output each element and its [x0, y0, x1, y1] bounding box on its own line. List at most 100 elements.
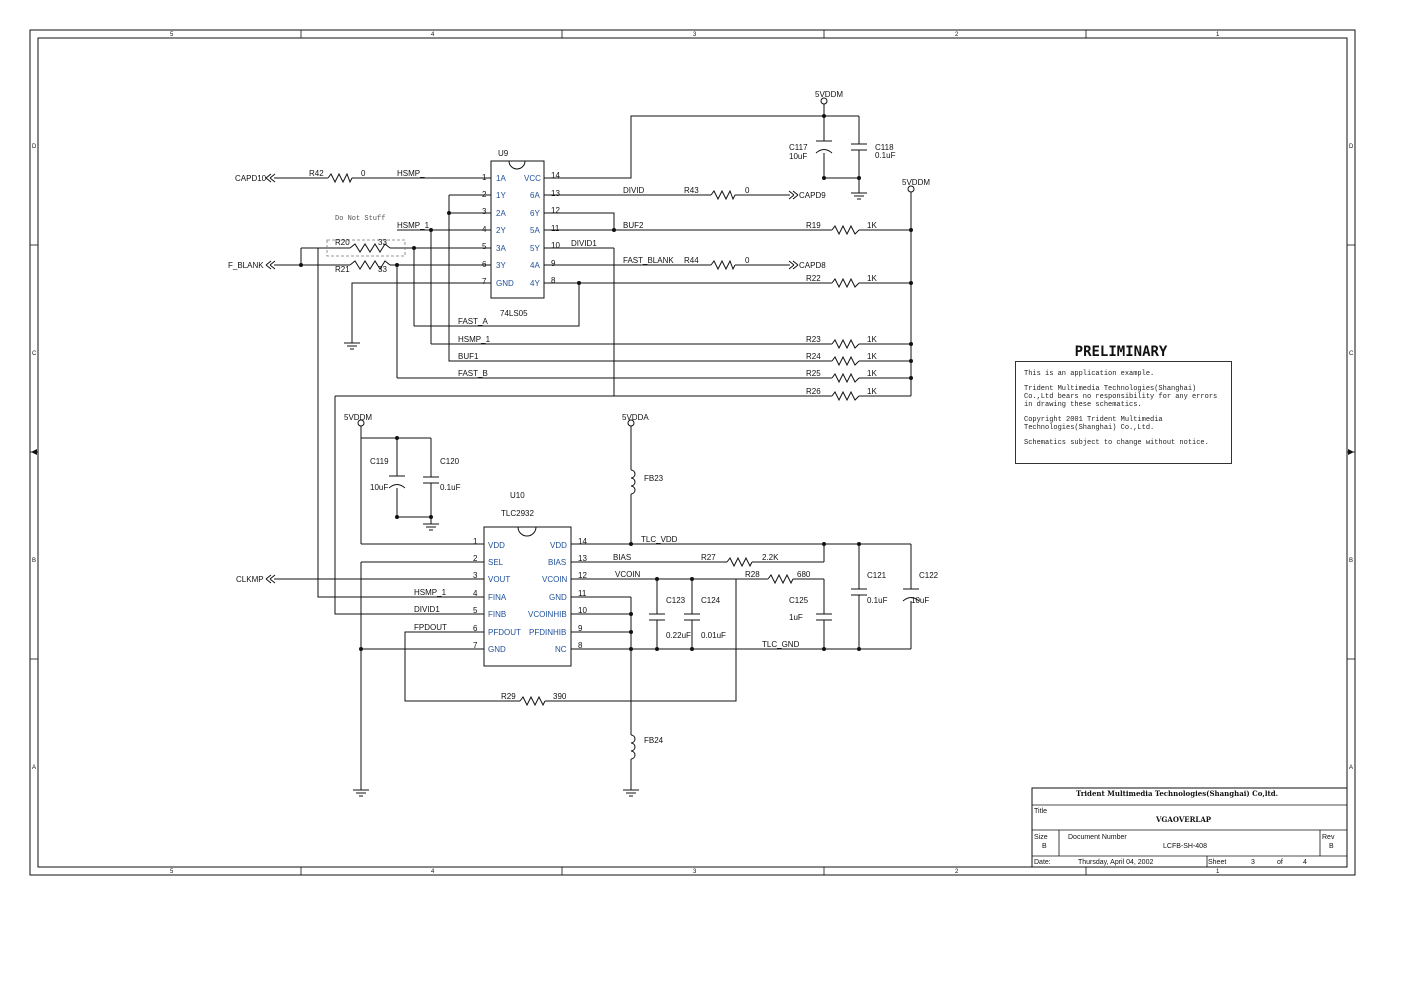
u10-pin-NC: NC	[555, 645, 567, 654]
c118-ref: C118	[875, 143, 894, 152]
port-capd9: CAPD9	[799, 191, 826, 200]
zone-left-D: D	[32, 144, 37, 150]
u9-pin-3Y: 3Y	[496, 261, 506, 270]
sheet-label: Sheet	[1208, 859, 1226, 866]
disclaimer-line: Copyright 2001 Trident Multimedia Techno…	[1024, 416, 1163, 432]
r43-ref: R43	[684, 186, 699, 195]
rev-value: B	[1329, 843, 1334, 850]
u10-pinnum-1: 1	[473, 537, 478, 546]
port-arrow-icon	[788, 260, 799, 270]
c124-val: 0.01uF	[701, 631, 726, 640]
port-arrow-icon	[265, 260, 276, 270]
c123-ref: C123	[666, 596, 686, 605]
u10-pinnum-13: 13	[578, 554, 587, 563]
wires-lower	[274, 426, 920, 797]
u10-pinnum-2: 2	[473, 554, 478, 563]
power-symbols: 5VDDM 5VDDM 5VDDM 5VDDA	[344, 90, 930, 427]
document-title: VGAOVERLAP	[1155, 815, 1212, 824]
port-f-blank: F_BLANK	[228, 261, 264, 270]
u10-pin-VOUT: VOUT	[488, 575, 510, 584]
port-capd10: CAPD10	[235, 174, 267, 183]
r42-ref: R42	[309, 169, 324, 178]
u9-pin-6A: 6A	[530, 191, 540, 200]
net-fast-a: FAST_A	[458, 317, 488, 326]
preliminary-heading: PRELIMINARY	[1074, 344, 1168, 360]
u9-pin-1Y: 1Y	[496, 191, 506, 200]
r24-ref: R24	[806, 352, 821, 361]
port-clkmp: CLKMP	[236, 575, 264, 584]
r42-val: 0	[361, 169, 366, 178]
power-5vddm-left: 5VDDM	[344, 413, 372, 422]
u9-pin-4A: 4A	[530, 261, 540, 270]
zone-top-5: 5	[170, 32, 174, 38]
c125-val: 1uF	[789, 613, 803, 622]
c122-val: 10uF	[911, 596, 929, 605]
r44-ref: R44	[684, 256, 699, 265]
zone-top-1: 1	[1216, 32, 1220, 38]
u10-pinnum-6: 6	[473, 624, 478, 633]
net-divid1-a: DIVID1	[571, 239, 597, 248]
r27-val: 2.2K	[762, 553, 779, 562]
u10-pin-VCOIN: VCOIN	[542, 575, 568, 584]
zone-right-D: D	[1349, 144, 1354, 150]
r19-ref: R19	[806, 221, 821, 230]
c125-ref: C125	[789, 596, 809, 605]
port-arrow-icon	[265, 173, 276, 183]
r22-ref: R22	[806, 274, 821, 283]
u10-pinnum-11: 11	[578, 589, 587, 598]
r25-ref: R25	[806, 369, 821, 378]
u10-pin-SEL: SEL	[488, 558, 504, 567]
size-value: B	[1042, 843, 1047, 850]
u9-pinnum-8: 8	[551, 276, 556, 285]
net-fast-blank: FAST_BLANK	[623, 256, 674, 265]
port-capd8: CAPD8	[799, 261, 826, 270]
u10-pinnum-9: 9	[578, 624, 583, 633]
u10-pin-VDD-r: VDD	[550, 541, 567, 550]
net-labels: HSMP_ HSMP_1 DIVID BUF2 DIVID1 FAST_BLAN…	[335, 169, 800, 649]
zone-bottom-1: 1	[1216, 869, 1220, 875]
net-fpdout: FPDOUT	[414, 623, 447, 632]
fb24-ref: FB24	[644, 736, 664, 745]
u10-left-pin-labels: VDD SEL VOUT FINA FINB PFDOUT GND 1 2 3 …	[473, 537, 521, 654]
u9-pin-VCC: VCC	[524, 174, 541, 183]
u10-pin-PFDINHIB: PFDINHIB	[529, 628, 566, 637]
zone-bottom-3: 3	[693, 869, 697, 875]
u10-pinnum-7: 7	[473, 641, 478, 650]
r43-val: 0	[745, 186, 750, 195]
c117-ref: C117	[789, 143, 808, 152]
u10-right-pin-labels: VDD BIAS VCOIN GND VCOINHIB PFDINHIB NC …	[528, 537, 587, 654]
u9-pin-2Y: 2Y	[496, 226, 506, 235]
wires-upper	[274, 104, 912, 615]
zone-right-B: B	[1349, 558, 1353, 564]
c122-ref: C122	[919, 571, 939, 580]
docnum-label: Document Number	[1068, 834, 1127, 841]
junctions	[299, 114, 913, 651]
sheet-total: 4	[1303, 859, 1307, 866]
u9-chip: U9 74LS05 1A 1Y 2A 2Y 3A 3Y GND 1 2 3 4 …	[482, 149, 560, 318]
r29-ref: R29	[501, 692, 516, 701]
c119-val: 10uF	[370, 483, 388, 492]
u9-pin-GND: GND	[496, 279, 514, 288]
fb23-ref: FB23	[644, 474, 664, 483]
component-labels: R42 0 R43 0 R44 0 R20 33 R21 33 R19 1K R…	[309, 143, 939, 745]
net-buf1: BUF1	[458, 352, 479, 361]
r26-ref: R26	[806, 387, 821, 396]
c121-val: 0.1uF	[867, 596, 888, 605]
r20-ref: R20	[335, 238, 350, 247]
disclaimer-box: This is an application example. Trident …	[1015, 361, 1232, 464]
u9-pinnum-14: 14	[551, 171, 560, 180]
net-hsmp-1-a: HSMP_1	[397, 221, 430, 230]
u9-pinnum-10: 10	[551, 241, 560, 250]
c120-ref: C120	[440, 457, 460, 466]
zone-top-3: 3	[693, 32, 697, 38]
net-vcoin: VCOIN	[615, 570, 641, 579]
u9-pin-6Y: 6Y	[530, 209, 540, 218]
zone-top-4: 4	[431, 32, 435, 38]
do-not-stuff-note: Do Not Stuff	[335, 215, 385, 223]
r28-ref: R28	[745, 570, 760, 579]
u10-pin-GND: GND	[488, 645, 506, 654]
u10-part: TLC2932	[501, 509, 534, 518]
r44-val: 0	[745, 256, 750, 265]
u10-pinnum-10: 10	[578, 606, 587, 615]
u9-pin-2A: 2A	[496, 209, 506, 218]
